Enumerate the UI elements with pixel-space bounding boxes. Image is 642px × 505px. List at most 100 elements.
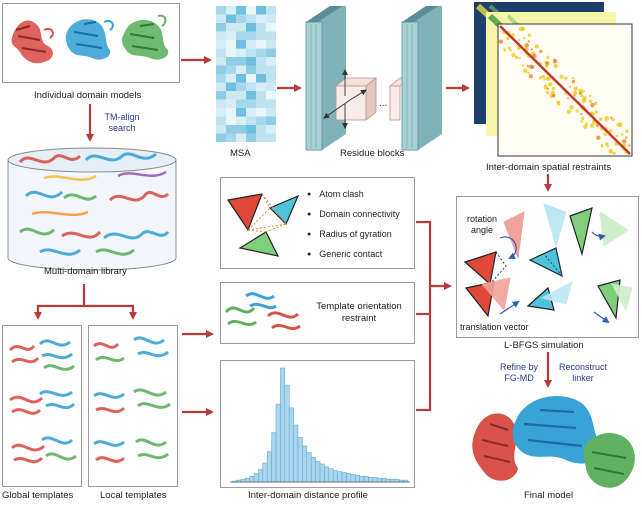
- msa-cell: [236, 116, 246, 125]
- histogram-bar: [337, 471, 343, 483]
- restraint-dot: [581, 116, 585, 121]
- msa-cell: [246, 125, 256, 134]
- restraint-dot: [582, 90, 585, 93]
- restraint-dot: [538, 76, 543, 80]
- restraint-dot: [571, 76, 575, 80]
- restraint-dot: [511, 33, 515, 37]
- msa-cell: [216, 31, 226, 40]
- energy-term-domain-connectivity: Domain connectivity: [307, 205, 400, 225]
- msa-cell: [246, 65, 256, 74]
- restraint-dot: [588, 99, 593, 103]
- final-model-label: Final model: [524, 490, 574, 501]
- msa-cell: [266, 6, 276, 15]
- msa-cell: [216, 6, 226, 15]
- histogram-bar: [319, 463, 325, 483]
- msa-cell: [226, 74, 236, 83]
- histogram-bar: [280, 367, 286, 483]
- restraint-dot: [594, 101, 598, 106]
- msa-cell: [216, 57, 226, 66]
- msa-cell: [246, 40, 256, 49]
- energy-terms-panel: Atom clash Domain connectivity Radius of…: [220, 177, 415, 269]
- restraint-dot: [528, 74, 534, 79]
- msa-cell: [226, 23, 236, 32]
- msa-cell: [266, 23, 276, 32]
- energy-term-atom-clash: Atom clash: [307, 185, 400, 205]
- restraint-dot: [530, 48, 534, 51]
- histogram-bar: [385, 478, 391, 483]
- msa-cell: [266, 65, 276, 74]
- histogram-bar: [258, 469, 264, 483]
- msa-cell: [246, 133, 256, 142]
- msa-cell: [266, 74, 276, 83]
- distance-profile-label: Inter-domain distance profile: [248, 490, 368, 501]
- msa-cell: [256, 6, 266, 15]
- restraint-dot: [571, 79, 576, 84]
- restraint-dot: [606, 145, 610, 148]
- restraint-dot: [546, 55, 550, 60]
- restraint-dot: [521, 64, 525, 67]
- restraint-dot: [590, 102, 595, 108]
- global-templates-label: Global templates: [2, 490, 74, 501]
- restraint-dot: [566, 109, 572, 115]
- library-label: Multi-domain library: [44, 266, 127, 277]
- msa-cell: [246, 108, 256, 117]
- msa-cell: [216, 99, 226, 108]
- restraint-dot: [596, 135, 601, 140]
- energy-triangles: [226, 193, 300, 257]
- restraint-dot: [605, 142, 609, 146]
- restraint-dot: [620, 133, 624, 136]
- msa-cell: [226, 108, 236, 117]
- histogram-bar: [288, 407, 294, 483]
- local-template-structures: [93, 336, 171, 463]
- msa-cell: [216, 40, 226, 49]
- histogram-bar: [284, 384, 290, 483]
- template-orientation-structure: [224, 292, 301, 331]
- restraint-dot: [514, 55, 519, 59]
- msa-label: MSA: [230, 148, 251, 159]
- restraint-dot: [580, 120, 583, 123]
- restraint-dot: [518, 38, 521, 42]
- restraint-dot: [573, 86, 578, 91]
- restraint-dot: [526, 65, 530, 68]
- histogram-bar: [244, 477, 250, 483]
- histogram-bar: [240, 478, 246, 483]
- restraint-dot: [524, 43, 529, 48]
- restraint-dot: [608, 129, 613, 133]
- restraint-dot: [564, 92, 567, 95]
- msa-cell: [246, 48, 256, 57]
- restraint-dot: [551, 86, 556, 91]
- msa-cell: [236, 23, 246, 32]
- msa-cell: [216, 23, 226, 32]
- msa-cell: [236, 74, 246, 83]
- restraints-label: Inter-domain spatial restraints: [486, 162, 612, 173]
- histogram-bar: [297, 437, 303, 483]
- restraint-dot: [520, 26, 526, 31]
- restraint-dot: [553, 63, 558, 69]
- msa-cell: [246, 31, 256, 40]
- msa-cell: [266, 40, 276, 49]
- msa-cell: [266, 133, 276, 142]
- restraint-dot: [543, 78, 546, 81]
- msa-cell: [266, 116, 276, 125]
- msa-cell: [266, 125, 276, 134]
- restraint-dot: [527, 71, 530, 75]
- restraint-dot: [527, 40, 530, 43]
- msa-cell: [236, 125, 246, 134]
- msa-cell: [256, 23, 266, 32]
- msa-cell: [266, 14, 276, 23]
- restraint-dot: [557, 101, 561, 106]
- flow-arrows: [34, 56, 552, 416]
- restraint-dot: [545, 90, 550, 95]
- histogram-bar: [354, 475, 360, 483]
- msa-cell: [226, 125, 236, 134]
- msa-cell: [266, 99, 276, 108]
- msa-cell: [266, 108, 276, 117]
- restraint-dot: [546, 87, 549, 91]
- msa-cell: [226, 14, 236, 23]
- restraint-dot: [628, 144, 631, 147]
- msa-cell: [256, 48, 266, 57]
- msa-cell: [266, 48, 276, 57]
- restraint-dot: [589, 94, 592, 98]
